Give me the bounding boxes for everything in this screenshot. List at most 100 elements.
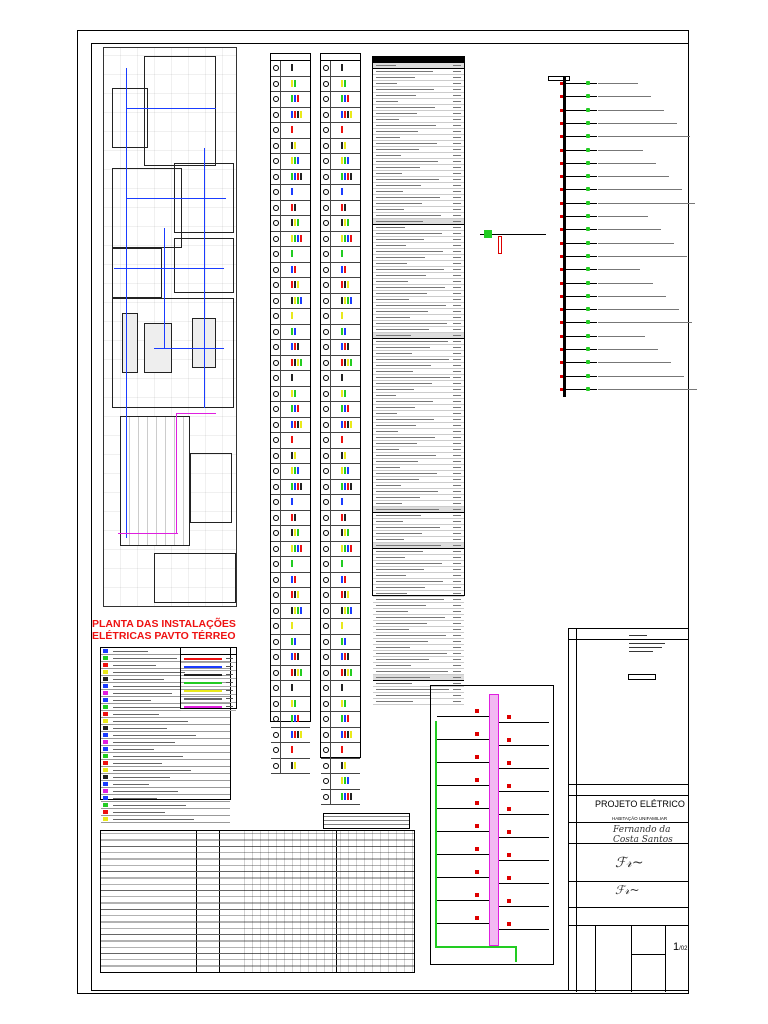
materials-row [373, 375, 464, 381]
symbol-row [321, 619, 360, 635]
symbol-row [321, 92, 360, 108]
materials-row [373, 651, 464, 657]
breaker-icon [586, 307, 590, 312]
outlet-icon [475, 755, 479, 759]
materials-row [373, 333, 464, 339]
symbol-row [271, 541, 310, 557]
symbol-row [321, 572, 360, 588]
symbol-list-column-1 [270, 53, 311, 774]
materials-row [373, 477, 464, 483]
circuit-line [563, 162, 597, 164]
outlet-icon [475, 916, 479, 920]
circuit-line [563, 229, 597, 231]
circuit-label-line [598, 187, 682, 191]
outlet-icon [475, 732, 479, 736]
materials-row [373, 249, 464, 255]
symbol-row [321, 681, 360, 697]
symbol-row [321, 479, 360, 495]
legend-row [101, 676, 230, 683]
riser-branch [437, 900, 489, 901]
breaker-icon [586, 280, 590, 285]
symbol-row [321, 557, 360, 573]
materials-row [373, 675, 464, 681]
legend-row [101, 774, 230, 781]
materials-row [373, 507, 464, 513]
circuit-line [563, 269, 597, 271]
materials-row [373, 405, 464, 411]
riser-branch [437, 716, 489, 717]
circuit-label-line [598, 134, 690, 138]
plan-room [190, 453, 232, 523]
legend-row [101, 683, 230, 690]
floor-plan [103, 47, 237, 607]
circuit-line [563, 109, 597, 111]
outlet-icon [475, 847, 479, 851]
materials-row [373, 363, 464, 369]
materials-row [373, 309, 464, 315]
materials-row [373, 669, 464, 675]
materials-row [373, 531, 464, 537]
circuit-line [563, 322, 597, 324]
breaker-icon [586, 386, 590, 391]
symbol-row [321, 495, 360, 511]
breaker-icon [560, 268, 563, 272]
legend-row [101, 767, 230, 774]
materials-row [373, 501, 464, 507]
legend-row [101, 795, 230, 802]
materials-row [373, 351, 464, 357]
materials-row [373, 399, 464, 405]
breaker-icon [560, 82, 563, 85]
breaker-icon [560, 215, 563, 218]
plan-title: PLANTA DAS INSTALAÇÕES ELÉTRICAS PAVTO T… [92, 618, 236, 642]
symbol-row [271, 464, 310, 480]
circuit-label-line [598, 108, 664, 111]
breaker-icon [560, 321, 563, 325]
circuit-line [563, 349, 597, 350]
symbol-row [271, 216, 310, 232]
materials-row [373, 579, 464, 585]
materials-row [373, 147, 464, 153]
circuit-line [563, 216, 597, 217]
materials-row [373, 537, 464, 543]
circuit-line [563, 149, 597, 151]
outlet-icon [475, 824, 479, 828]
circuit-line [563, 309, 597, 311]
circuit-line [563, 295, 597, 297]
materials-row [373, 123, 464, 129]
riser-shaft [489, 694, 499, 946]
materials-row [373, 117, 464, 123]
symbol-row [321, 324, 360, 340]
breaker-icon [560, 348, 563, 351]
legend-row [101, 753, 230, 760]
breaker-icon [560, 95, 563, 99]
materials-row [373, 321, 464, 327]
circuit-label-line [598, 214, 648, 217]
materials-row [373, 567, 464, 573]
materials-row [373, 597, 464, 603]
materials-row [373, 645, 464, 651]
symbol-row [271, 309, 310, 325]
materials-row [373, 327, 464, 333]
symbol-row [271, 588, 310, 604]
symbol-row [321, 696, 360, 712]
materials-row [373, 261, 464, 267]
single-line-diagram [546, 77, 697, 397]
symbol-row [271, 603, 310, 619]
breaker-icon [560, 374, 563, 378]
symbol-row [321, 402, 360, 418]
legend-row [101, 690, 230, 697]
materials-row [373, 411, 464, 417]
breaker-icon [560, 308, 563, 312]
materials-row [373, 75, 464, 81]
breaker-icon [586, 160, 590, 165]
materials-row [373, 615, 464, 621]
legend-row [101, 781, 230, 788]
materials-row [373, 195, 464, 201]
symbol-row [271, 231, 310, 247]
materials-row [373, 543, 464, 549]
symbol-row [321, 200, 360, 216]
breaker-icon [586, 253, 590, 258]
materials-row [373, 141, 464, 147]
symbol-row [321, 433, 360, 449]
breaker-icon [586, 240, 590, 245]
